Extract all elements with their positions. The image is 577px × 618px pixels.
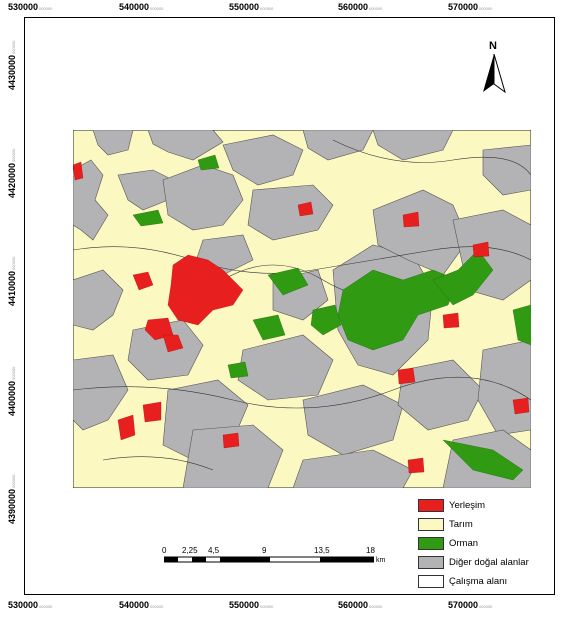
left-tick-1: 4430000000000: [7, 40, 17, 90]
bottom-tick-3: 550000000000: [229, 600, 274, 610]
legend-label-study-area: Çalışma alanı: [449, 576, 508, 587]
top-tick-5: 570000000000: [448, 2, 493, 12]
scale-label-4: 13,5: [314, 546, 330, 555]
map-frame: [24, 17, 555, 595]
legend-swatch-settlement: [418, 499, 444, 512]
left-tick-4: 4400000000000: [7, 366, 17, 416]
legend-item-natural: Diğer doğal alanlar: [418, 555, 568, 571]
scale-label-2: 4,5: [208, 546, 220, 555]
scale-label-3: 9: [262, 546, 267, 555]
legend-label-settlement: Yerleşim: [449, 500, 486, 511]
legend-swatch-natural: [418, 556, 444, 569]
north-arrow-icon: [483, 54, 506, 94]
settlement-areas: [73, 161, 530, 474]
legend-item-forest: Orman: [418, 536, 568, 552]
scale-bar: [164, 556, 374, 563]
bottom-tick-5: 570000000000: [448, 600, 493, 610]
forest-areas: [132, 154, 531, 481]
scale-label-0: 0: [162, 546, 167, 555]
legend-item-agriculture: Tarım: [418, 517, 568, 533]
scale-label-1: 2,25: [182, 546, 198, 555]
left-tick-2: 4420000000000: [7, 148, 17, 198]
left-tick-3: 4410000000000: [7, 256, 17, 306]
land-use-map: [73, 130, 531, 488]
legend-item-study-area: Çalışma alanı: [418, 574, 568, 590]
legend-label-natural: Diğer doğal alanlar: [449, 557, 529, 568]
left-tick-5: 4390000000000: [7, 474, 17, 524]
legend-label-forest: Orman: [449, 538, 479, 549]
bottom-tick-4: 560000000000: [338, 600, 383, 610]
legend-swatch-study-area: [418, 575, 444, 588]
top-tick-3: 550000000000: [229, 2, 274, 12]
bottom-tick-2: 540000000000: [119, 600, 164, 610]
scale-unit: km: [376, 557, 386, 564]
bottom-tick-1: 530000000000: [8, 600, 53, 610]
top-tick-2: 540000000000: [119, 2, 164, 12]
legend-label-agriculture: Tarım: [449, 519, 473, 530]
top-tick-1: 530000000000: [8, 2, 53, 12]
scale-label-5: 18: [366, 546, 375, 555]
legend-swatch-forest: [418, 537, 444, 550]
legend-item-settlement: Yerleşim: [418, 498, 568, 514]
north-label: N: [489, 40, 497, 52]
top-tick-4: 560000000000: [338, 2, 383, 12]
legend-swatch-agriculture: [418, 518, 444, 531]
boundary-lines: [73, 139, 531, 471]
